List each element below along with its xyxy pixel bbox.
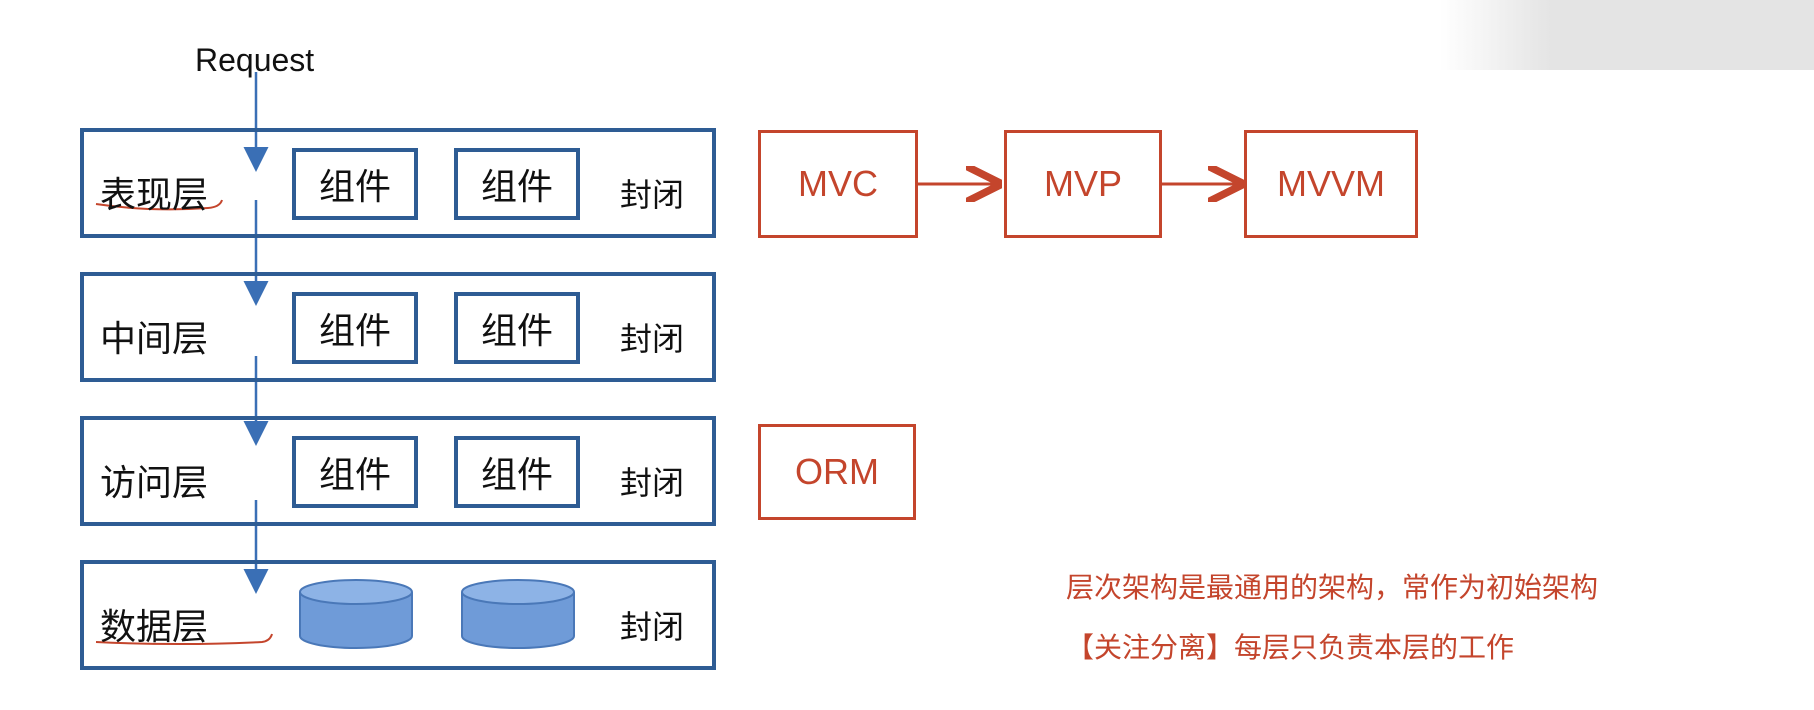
- layer-access: 访问层 组件 组件 封闭: [80, 416, 716, 526]
- pattern-mvvm-box: MVVM: [1244, 130, 1418, 238]
- pattern-mvp-box: MVP: [1004, 130, 1162, 238]
- layer-presentation: 表现层 组件 组件 封闭: [80, 128, 716, 238]
- component-box: 组件: [454, 436, 580, 508]
- pattern-orm-box: ORM: [758, 424, 916, 520]
- note-line-2: 【关注分离】每层只负责本层的工作: [1066, 631, 1515, 664]
- component-box: 组件: [454, 148, 580, 220]
- layer-label: 中间层: [100, 319, 209, 360]
- request-label: Request: [195, 42, 315, 78]
- closed-label: 封闭: [620, 176, 685, 214]
- component-box: 组件: [454, 292, 580, 364]
- database-cylinder-icon: [461, 579, 575, 649]
- layer-data: 数据层 封闭: [80, 560, 716, 670]
- database-cylinder-icon: [299, 579, 413, 649]
- watermark-overlay: [1440, 0, 1814, 70]
- pattern-mvc-box: MVC: [758, 130, 918, 238]
- component-box: 组件: [292, 436, 418, 508]
- note-line-1: 层次架构是最通用的架构，常作为初始架构: [1066, 571, 1599, 604]
- closed-label: 封闭: [620, 608, 685, 646]
- layer-label: 数据层: [100, 607, 209, 648]
- underline-presentation: [95, 199, 223, 211]
- closed-label: 封闭: [620, 464, 685, 502]
- component-box: 组件: [292, 148, 418, 220]
- underline-data: [95, 633, 273, 645]
- layer-label: 表现层: [100, 175, 209, 216]
- layer-middle: 中间层 组件 组件 封闭: [80, 272, 716, 382]
- closed-label: 封闭: [620, 320, 685, 358]
- layer-label: 访问层: [100, 463, 209, 504]
- component-box: 组件: [292, 292, 418, 364]
